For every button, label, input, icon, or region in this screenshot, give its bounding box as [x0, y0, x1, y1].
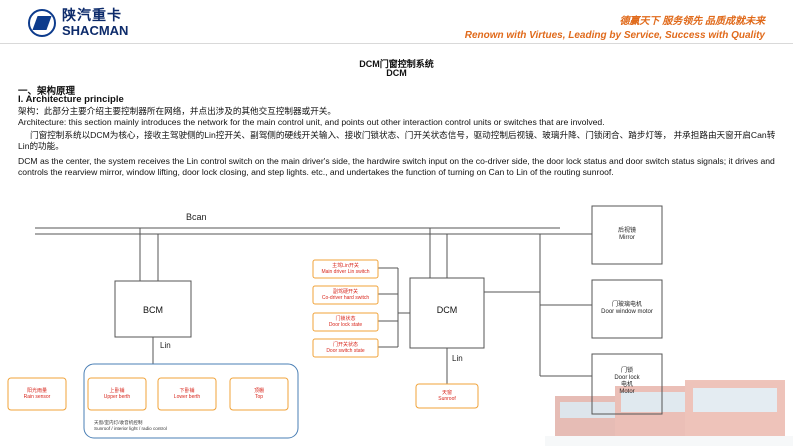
doc-title-en: DCM	[386, 68, 407, 78]
lin-node-lower-berth-label: 下卧铺 Lower berth	[173, 388, 201, 400]
input-door-switch-state: 门开关状态 Door switch state	[326, 342, 365, 354]
input-co-driver-switch: 副驾硬开关 Co-driver hard switch	[321, 289, 370, 301]
para-description-cn: 门窗控制系统以DCM为核心，接收主驾驶侧的Lin控开关、副驾侧的硬线开关输入、接…	[18, 130, 776, 151]
shacman-logo-icon	[28, 8, 56, 37]
doc-title-cn: DCM门窗控制系统	[359, 59, 434, 69]
lin-group-box	[83, 363, 299, 439]
bcm-label: BCM	[143, 305, 163, 315]
input-box-main-driver	[312, 259, 379, 279]
slogan-cn: 德赢天下 服务领先 品质成就未来	[619, 16, 765, 27]
input-door-lock-state: 门锁状态 Door lock state	[328, 316, 363, 328]
output-mirror: 后视镜 Mirror	[617, 228, 636, 241]
input-box-door-lock-state	[312, 312, 379, 332]
section-heading-cn: 一、架构原理	[18, 86, 76, 97]
bcm-lin-label: Lin	[160, 341, 171, 350]
dcm-lin-label: Lin	[452, 354, 463, 363]
brand-name-cn: 陕汽重卡	[62, 7, 122, 23]
lin-node-rain-sensor-label: 阳光雨量 Rain sensor	[23, 388, 51, 400]
brand-logo: 陕汽重卡 SHACMAN	[28, 8, 128, 37]
lin-node-lower-berth	[157, 377, 217, 411]
lin-node-upper-berth	[87, 377, 147, 411]
lin-node-rain-sensor	[7, 377, 67, 411]
mirror-box	[591, 205, 663, 265]
sunroof-label: 天窗 Sunroof	[438, 390, 456, 402]
input-main-driver-switch: 主驾Lin开关 Main driver Lin switch	[321, 263, 370, 275]
bcan-bus-label: Bcan	[186, 212, 207, 222]
lin-node-top-label: 顶棚 Top	[253, 388, 264, 400]
header-divider	[0, 43, 793, 44]
brand-name-en: SHACMAN	[62, 23, 129, 38]
input-box-door-switch-state	[312, 338, 379, 358]
slogan-en: Renown with Virtues, Leading by Service,…	[464, 30, 765, 41]
output-door-window-motor: 门玻璃电机 Door window motor	[601, 302, 653, 315]
para-architecture-en: Architecture: this section mainly introd…	[18, 117, 605, 127]
lin-group-note: 天窗/室内灯/收音机控制 Sunroof / interior light / …	[94, 420, 167, 431]
window-motor-box	[591, 279, 663, 339]
lin-node-upper-berth-label: 上卧铺 Upper berth	[103, 388, 131, 400]
para-description-en: DCM as the center, the system receives t…	[18, 156, 775, 177]
para-architecture-cn: 架构：此部分主要介绍主要控制器所在网络，并点出涉及的其他交互控制器或开关。	[18, 106, 336, 116]
sunroof-box	[415, 383, 479, 409]
door-lock-box	[591, 353, 663, 415]
dcm-label: DCM	[436, 305, 458, 315]
input-box-co-driver	[312, 285, 379, 305]
section-heading-en: I. Architecture principle	[18, 94, 124, 105]
slogan: 德赢天下 服务领先 品质成就未来 Renown with Virtues, Le…	[465, 12, 765, 41]
lin-node-top	[229, 377, 289, 411]
output-door-lock-motor: 门锁 Door lock 电机 Motor	[614, 368, 640, 395]
